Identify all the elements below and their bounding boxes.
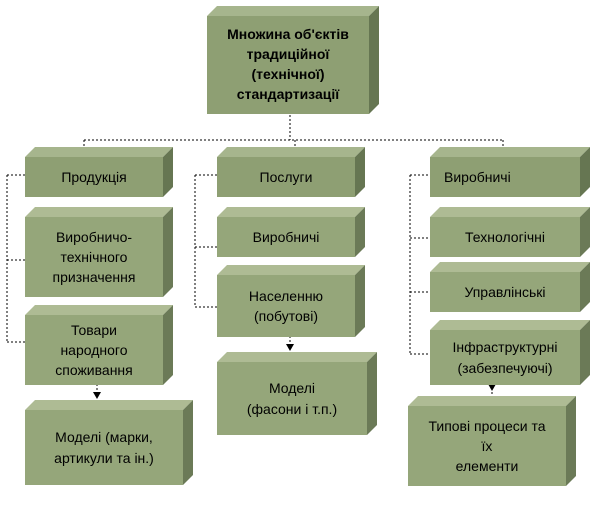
products-consumer-line-1: Товари bbox=[71, 321, 117, 338]
products-consumer-line-3: споживання bbox=[55, 362, 133, 379]
category-products: Продукція bbox=[25, 147, 173, 197]
services-models-box: Моделі (фасони і т.п.) bbox=[217, 352, 377, 435]
category-products-label: Продукція bbox=[61, 168, 127, 185]
products-models-box: Моделі (марки, артикули та ін.) bbox=[25, 400, 193, 485]
root-line-4: стандартизації bbox=[236, 85, 340, 102]
products-industrial-line-1: Виробничо- bbox=[55, 228, 133, 245]
production-models-box: Типові процеси та їх елементи bbox=[408, 396, 576, 486]
production-technological-box: Технологічні bbox=[430, 207, 590, 257]
category-services: Послуги bbox=[217, 147, 365, 197]
production-infrastructure-box: Інфраструктурні (забезпечуючі) bbox=[430, 320, 590, 385]
services-industrial-box: Виробничі bbox=[217, 207, 365, 257]
root-line-1: Множина об'єктів bbox=[227, 26, 349, 43]
production-technological-label: Технологічні bbox=[465, 228, 545, 245]
production-infrastructure-line-1: Інфраструктурні bbox=[452, 339, 558, 356]
production-management-box: Управлінські bbox=[430, 262, 590, 312]
root-line-3: (технічної) bbox=[251, 66, 325, 82]
production-infrastructure-line-2: (забезпечуючі) bbox=[457, 359, 553, 376]
category-production: Виробничі bbox=[430, 147, 590, 197]
products-consumer-line-2: народного bbox=[60, 341, 128, 358]
products-industrial-box: Виробничо- технічного призначення bbox=[25, 207, 173, 297]
products-models-line-2: артикули та ін.) bbox=[54, 449, 154, 466]
services-models-line-2: (фасони і т.п.) bbox=[246, 400, 338, 417]
category-production-label: Виробничі bbox=[444, 168, 511, 185]
category-services-label: Послуги bbox=[259, 168, 313, 185]
services-industrial-label: Виробничі bbox=[252, 228, 320, 245]
services-household-line-2: (побутові) bbox=[253, 308, 318, 324]
root-line-2: традиційної bbox=[246, 46, 330, 63]
arrow-right-model bbox=[488, 384, 496, 391]
products-models-line-1: Моделі (марки, bbox=[55, 429, 153, 446]
services-household-box: Населенню (побутові) bbox=[217, 265, 365, 337]
products-industrial-line-2: технічного bbox=[60, 248, 128, 265]
production-models-line-1: Типові процеси та їх bbox=[428, 417, 546, 454]
production-models-line-2: елементи bbox=[455, 458, 519, 475]
root-box: Множина об'єктів традиційної (технічної)… bbox=[207, 6, 379, 114]
production-management-label: Управлінські bbox=[464, 283, 546, 300]
services-models-line-1: Моделі bbox=[268, 380, 316, 397]
products-industrial-line-3: призначення bbox=[52, 269, 136, 286]
arrow-left-model bbox=[93, 392, 101, 399]
services-household-line-1: Населенню bbox=[248, 287, 324, 304]
products-consumer-box: Товари народного споживання bbox=[25, 305, 173, 385]
arrow-mid-model bbox=[286, 344, 294, 351]
